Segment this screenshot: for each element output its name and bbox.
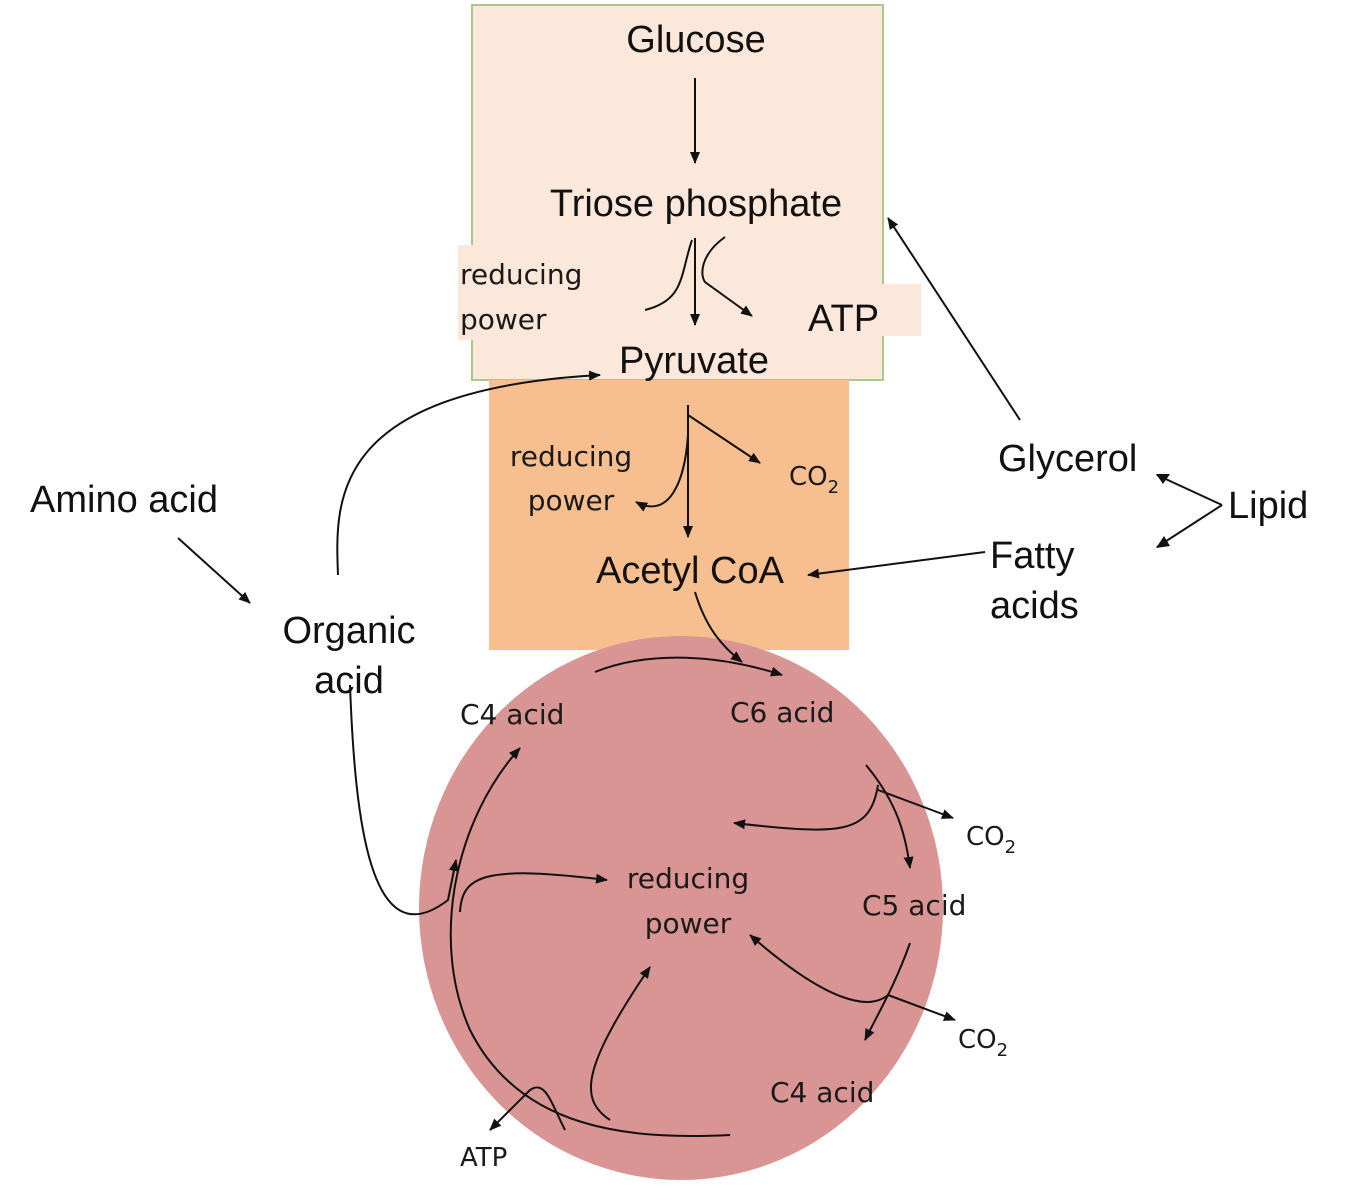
fatty-acids-to-acetyl-arrow (807, 551, 986, 579)
co2-label-1: CO2 (789, 462, 839, 498)
atp-label-bg (800, 284, 921, 336)
reducing-power-label-2a: reducing (510, 440, 632, 473)
reducing-power-label-1b: power (460, 303, 547, 336)
reducing-power-branch-5 (459, 872, 608, 913)
c4-bottom-to-c4-top-arrow (449, 747, 731, 1138)
atp-label-top: ATP (808, 298, 879, 340)
lipid-brace-arrowheads (1156, 474, 1170, 548)
co2-branch-arrow-1 (687, 414, 761, 464)
c4-to-c6-arrow (594, 656, 783, 677)
co2-branch-arrow-3 (887, 994, 956, 1021)
co2-label-2: CO2 (966, 822, 1016, 858)
fatty-acids-label-b: acids (990, 585, 1079, 627)
organic-to-krebs-arrow (349, 684, 459, 916)
c5-acid-label: C5 acid (862, 889, 966, 922)
lipid-brace (1156, 474, 1223, 548)
reducing-power-label-3b: power (645, 907, 732, 940)
reducing-power-label-1a: reducing (460, 258, 582, 291)
organic-to-pyruvate-arrow (336, 370, 601, 576)
link-reaction-box (489, 380, 849, 650)
organic-acid-label-b: acid (314, 660, 384, 702)
co2-label-3: CO2 (958, 1025, 1008, 1061)
amino-acid-label: Amino acid (30, 479, 218, 521)
c4-acid-label-top: C4 acid (460, 698, 564, 731)
reducing-power-label-3a: reducing (627, 862, 749, 895)
atp-branch-arrow (701, 236, 753, 317)
atp-label-bottom: ATP (460, 1143, 507, 1173)
krebs-cycle-circle (419, 636, 943, 1180)
acetyl-to-c6-arrow (694, 591, 743, 663)
reducing-power-branch-1 (644, 239, 693, 311)
c4-acid-label-bottom: C4 acid (770, 1076, 874, 1109)
reducing-power-branch-3 (733, 784, 879, 831)
lipid-label: Lipid (1228, 485, 1308, 527)
triose-phosphate-label: Triose phosphate (550, 183, 842, 225)
glucose-label: Glucose (626, 19, 765, 61)
reducing-power-branch-4 (749, 934, 889, 1003)
c6-acid-label: C6 acid (730, 696, 834, 729)
glycerol-label: Glycerol (998, 438, 1137, 480)
glycerol-to-triose-arrow (887, 217, 1021, 421)
pyruvate-label: Pyruvate (619, 340, 769, 382)
fatty-acids-label-a: Fatty (990, 535, 1074, 577)
organic-acid-label-a: Organic (282, 610, 415, 652)
reducing-power-branch-2 (635, 434, 689, 512)
reducing-power-label-bg (458, 245, 518, 340)
reducing-power-label-2b: power (528, 484, 615, 517)
atp-branch-arrow-2 (489, 1086, 566, 1131)
c6-to-c5-arrow (865, 764, 914, 869)
reducing-power-branch-6 (590, 966, 651, 1121)
amino-to-organic-arrow (177, 537, 251, 604)
acetyl-coa-label: Acetyl CoA (596, 550, 785, 592)
co2-branch-arrow-2 (877, 789, 954, 819)
